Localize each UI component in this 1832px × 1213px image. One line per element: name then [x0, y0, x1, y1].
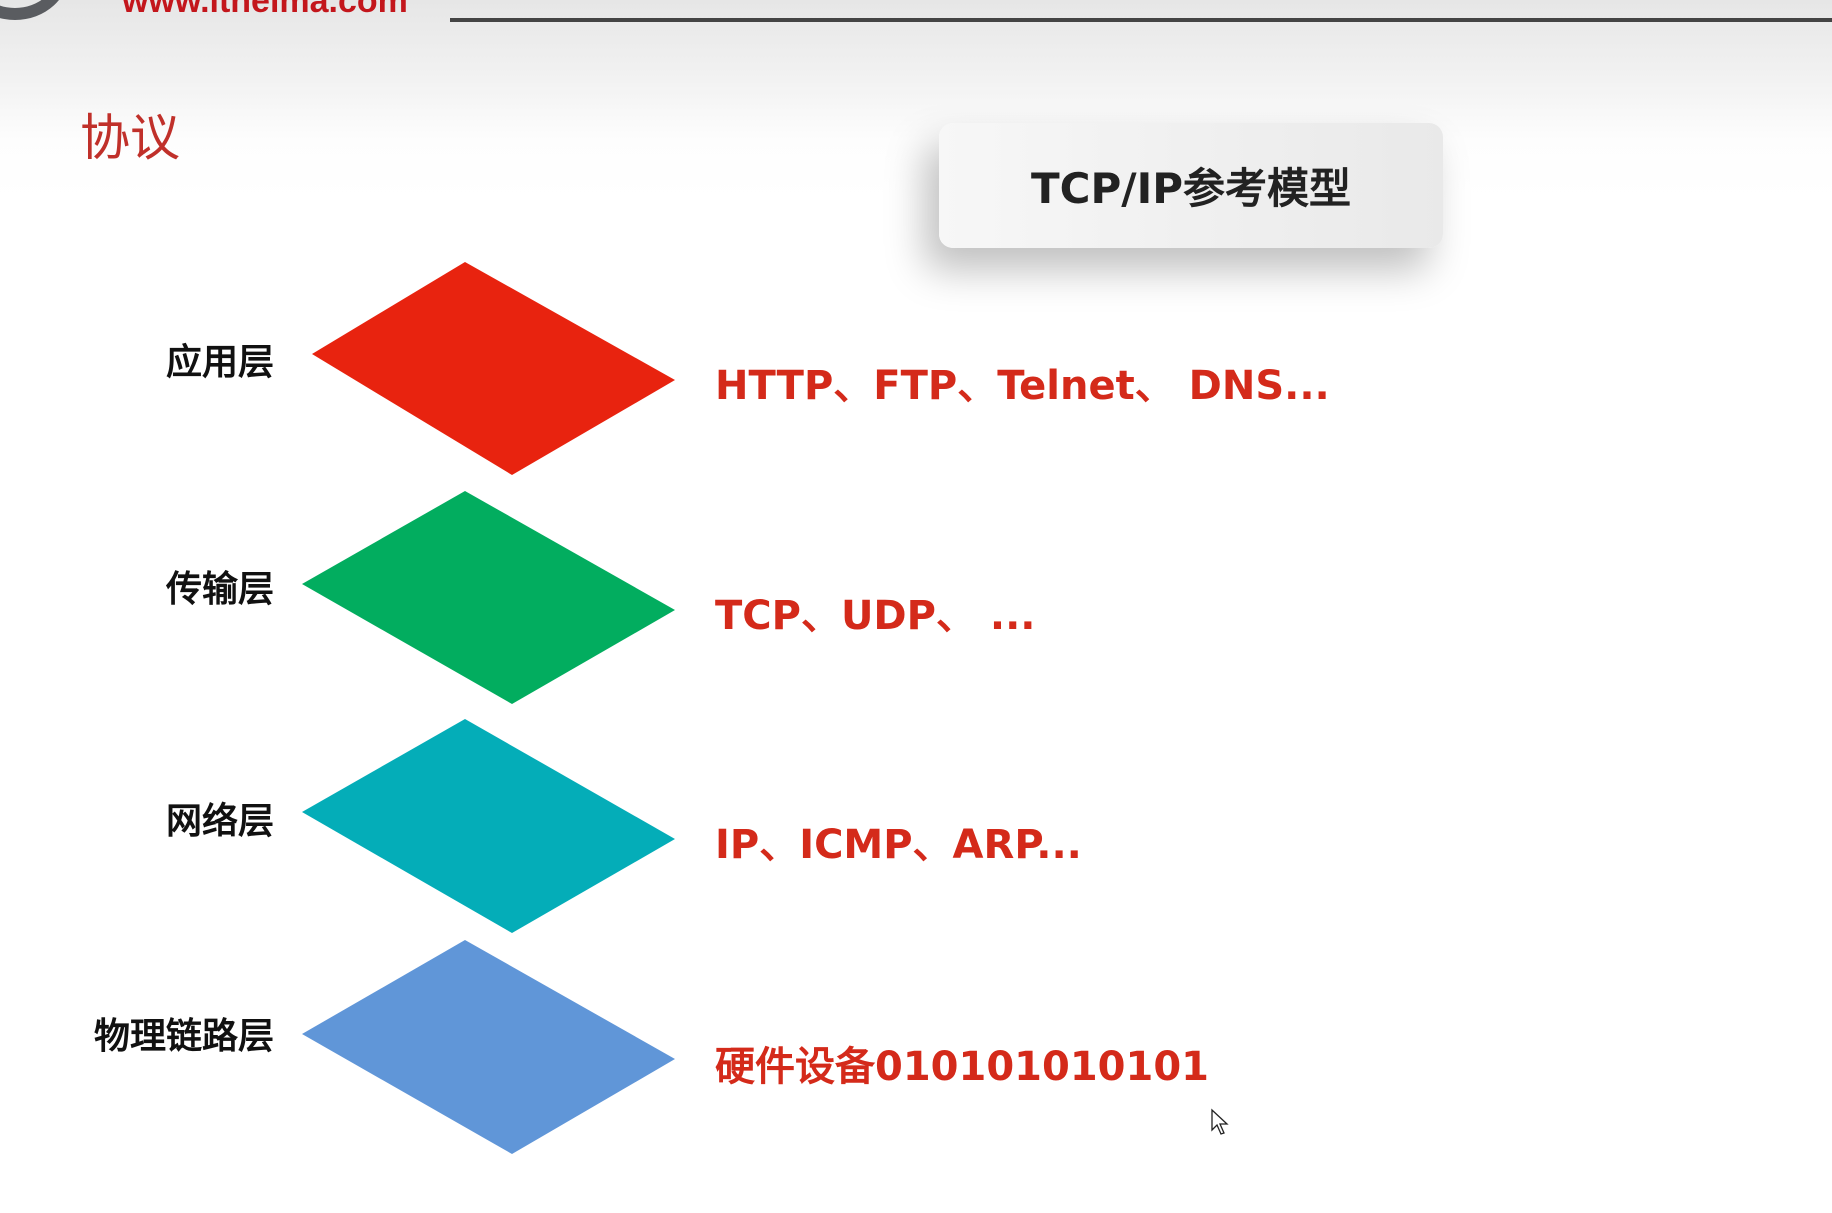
header-divider: [450, 18, 1832, 22]
diamond-transport: [302, 491, 675, 704]
diamond-network: [302, 719, 675, 933]
protocols-network: IP、ICMP、ARP...: [715, 822, 1082, 868]
model-title: TCP/IP参考模型: [1030, 164, 1351, 213]
protocols-physical: 硬件设备010101010101: [715, 1044, 1209, 1090]
protocols-application: HTTP、FTP、Telnet、 DNS...: [715, 363, 1330, 409]
layer-label-network: 网络层: [165, 801, 274, 842]
layer-label-transport: 传输层: [165, 569, 274, 610]
logo-url: www.itheima.com: [122, 0, 408, 20]
layer-label-application: 应用层: [165, 342, 274, 383]
diamond-physical: [302, 940, 675, 1154]
section-title: 协议: [80, 109, 180, 167]
layer-label-physical: 物理链路层: [93, 1016, 274, 1057]
model-title-box: TCP/IP参考模型: [939, 123, 1443, 248]
diamond-application: [312, 262, 675, 475]
protocols-transport: TCP、UDP、 ...: [715, 593, 1036, 639]
mouse-cursor-icon: [1211, 1108, 1229, 1135]
